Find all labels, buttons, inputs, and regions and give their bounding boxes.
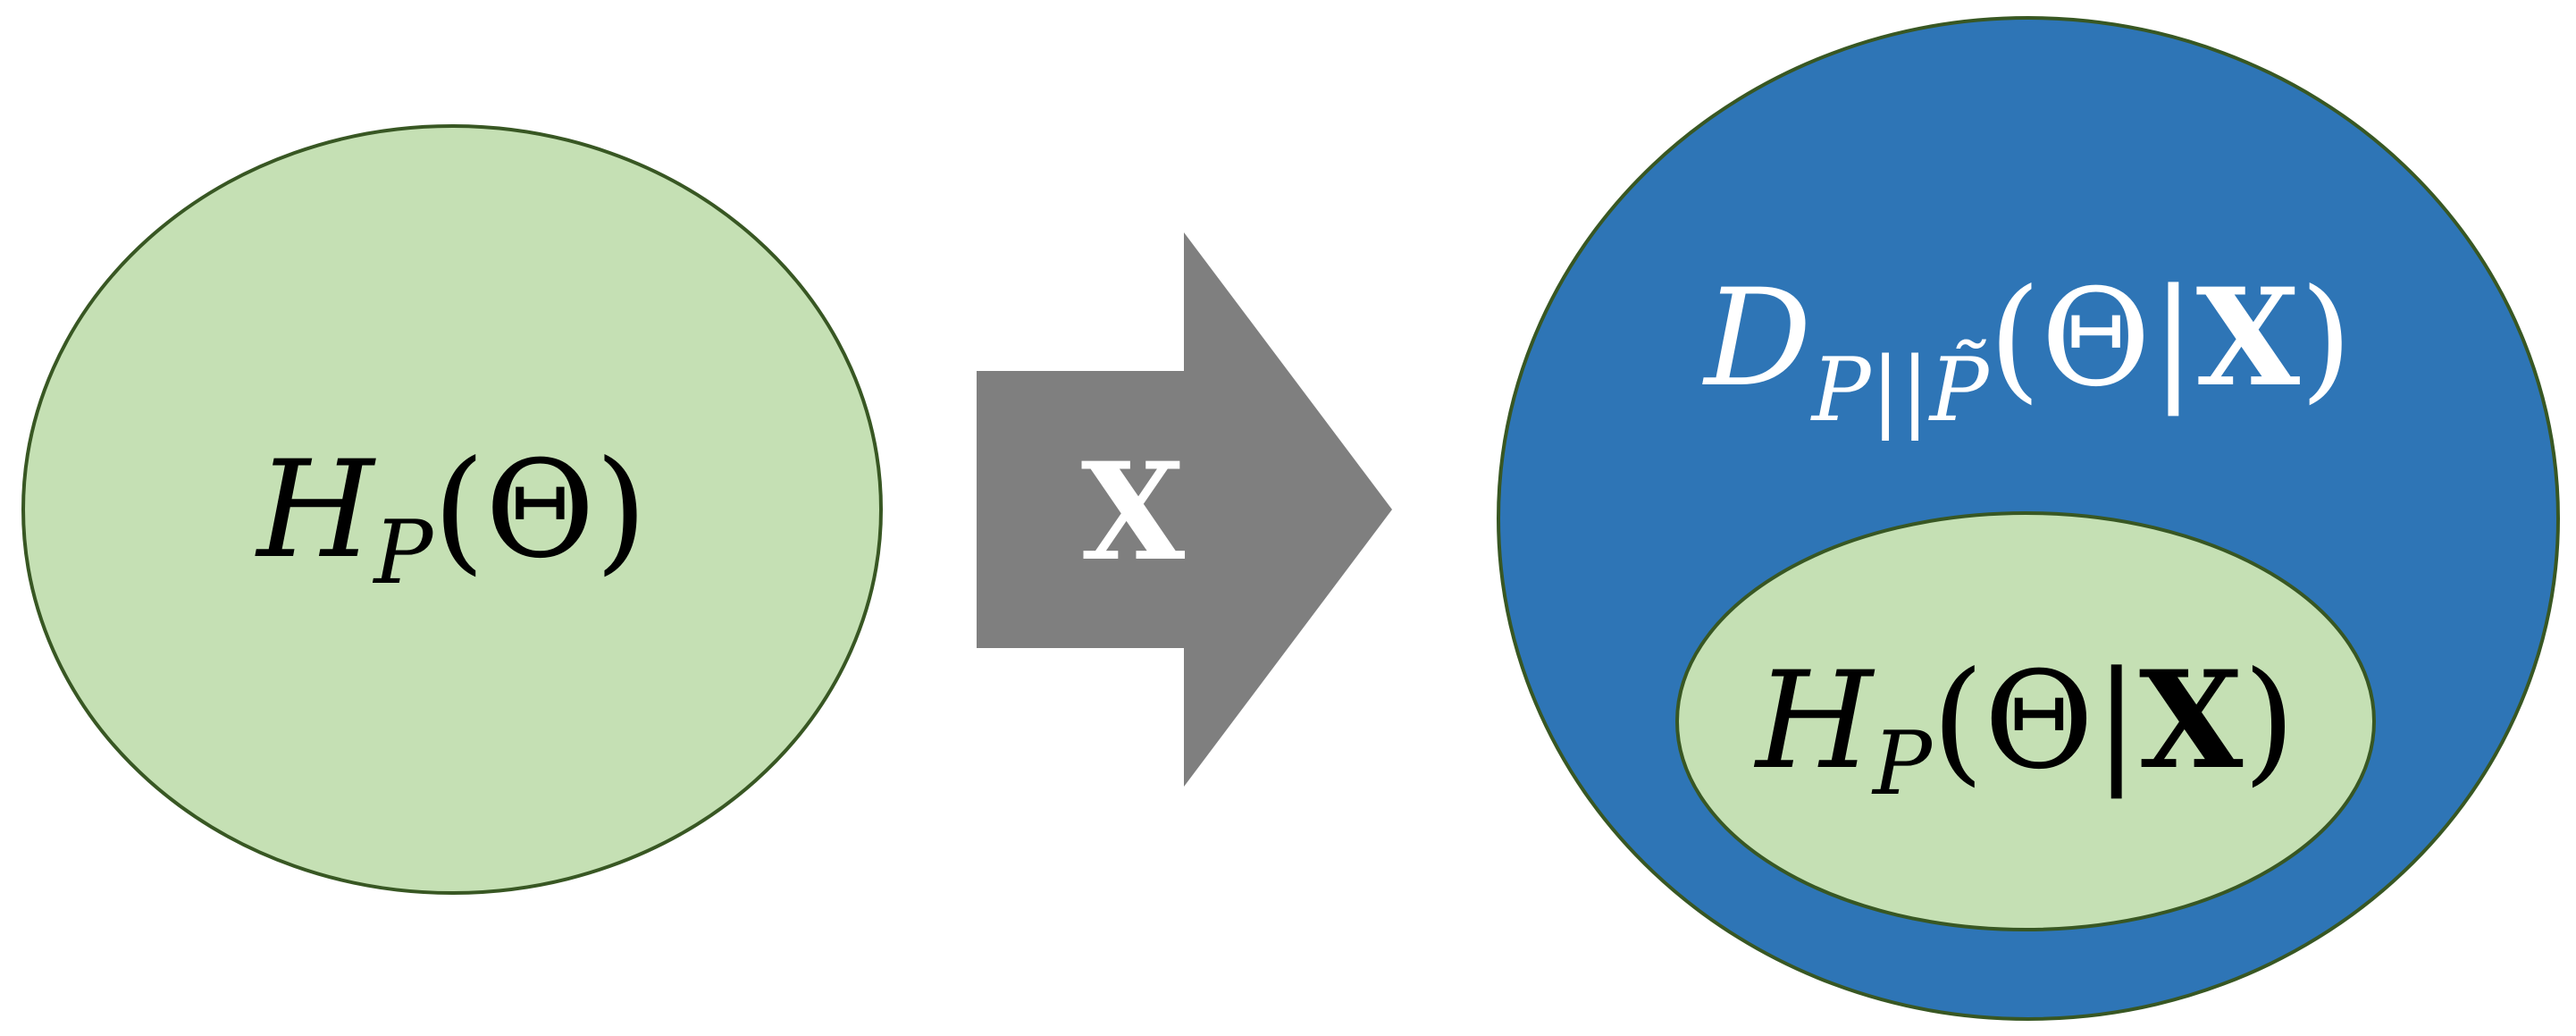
observation-arrow: X xyxy=(977,232,1392,787)
conditional-entropy-label: HP(Θ|X) xyxy=(1753,642,2295,815)
arrow-shape xyxy=(977,232,1392,787)
divergence-label: DP||P̃(Θ|X) xyxy=(1701,259,2352,442)
conditional-entropy-ellipse xyxy=(1675,511,2376,931)
prior-entropy-label: HP(Θ) xyxy=(255,433,648,604)
prior-entropy-ellipse xyxy=(21,124,883,895)
prior-entropy-node: HP(Θ) xyxy=(21,124,883,895)
conditional-entropy-node: HP(Θ|X) xyxy=(1675,511,2376,931)
arrow-label: X xyxy=(1081,434,1186,591)
